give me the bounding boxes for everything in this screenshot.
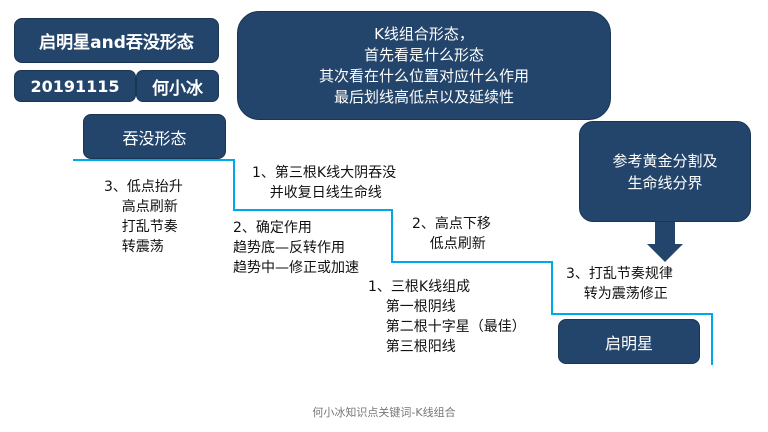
engulfing-point-2: 2、确定作用趋势底—反转作用趋势中—修正或加速 <box>233 220 359 276</box>
intro-line: 其次看在什么位置对应什么作用 <box>318 66 529 85</box>
morning-star-point-1: 1、三根K线组成 第一根阴线 第二根十字星（最佳） 第三根阳线 <box>368 279 526 355</box>
down-arrow-icon <box>647 222 683 262</box>
reference-line: 参考黄金分割及 <box>612 151 718 170</box>
morning-star-point-3: 3、打乱节奏规律 转为震荡修正 <box>566 266 673 302</box>
morning-star-label-box: 启明星 <box>558 319 700 364</box>
reference-line: 生命线分界 <box>627 173 703 192</box>
intro-line: K线组合形态， <box>374 24 474 43</box>
engulfing-point-1: 1、第三根K线大阴吞没 并收复日线生命线 <box>252 165 397 201</box>
author-box: 何小冰 <box>136 70 219 102</box>
morning-star-point-2: 2、高点下移 低点刷新 <box>412 216 491 252</box>
intro-line: 最后划线高低点以及延续性 <box>333 87 514 106</box>
step-line <box>391 261 553 263</box>
step-line <box>391 209 393 263</box>
step-line <box>711 313 713 365</box>
step-line <box>551 313 713 315</box>
step-line <box>233 159 235 211</box>
reference-box: 参考黄金分割及 生命线分界 <box>579 121 751 222</box>
date-box: 20191115 <box>14 70 136 102</box>
intro-line: 首先看是什么形态 <box>363 45 484 64</box>
engulfing-label-box: 吞没形态 <box>83 114 226 159</box>
title-box: 启明星and吞没形态 <box>14 18 219 63</box>
caption: 何小冰知识点关键词-K线组合 <box>312 406 456 419</box>
step-line <box>233 209 393 211</box>
intro-box: K线组合形态， 首先看是什么形态 其次看在什么位置对应什么作用 最后划线高低点以… <box>237 11 611 120</box>
step-line <box>551 261 553 315</box>
engulfing-point-3: 3、低点抬升 高点刷新 打乱节奏 转震荡 <box>104 179 183 255</box>
step-line <box>73 159 235 161</box>
